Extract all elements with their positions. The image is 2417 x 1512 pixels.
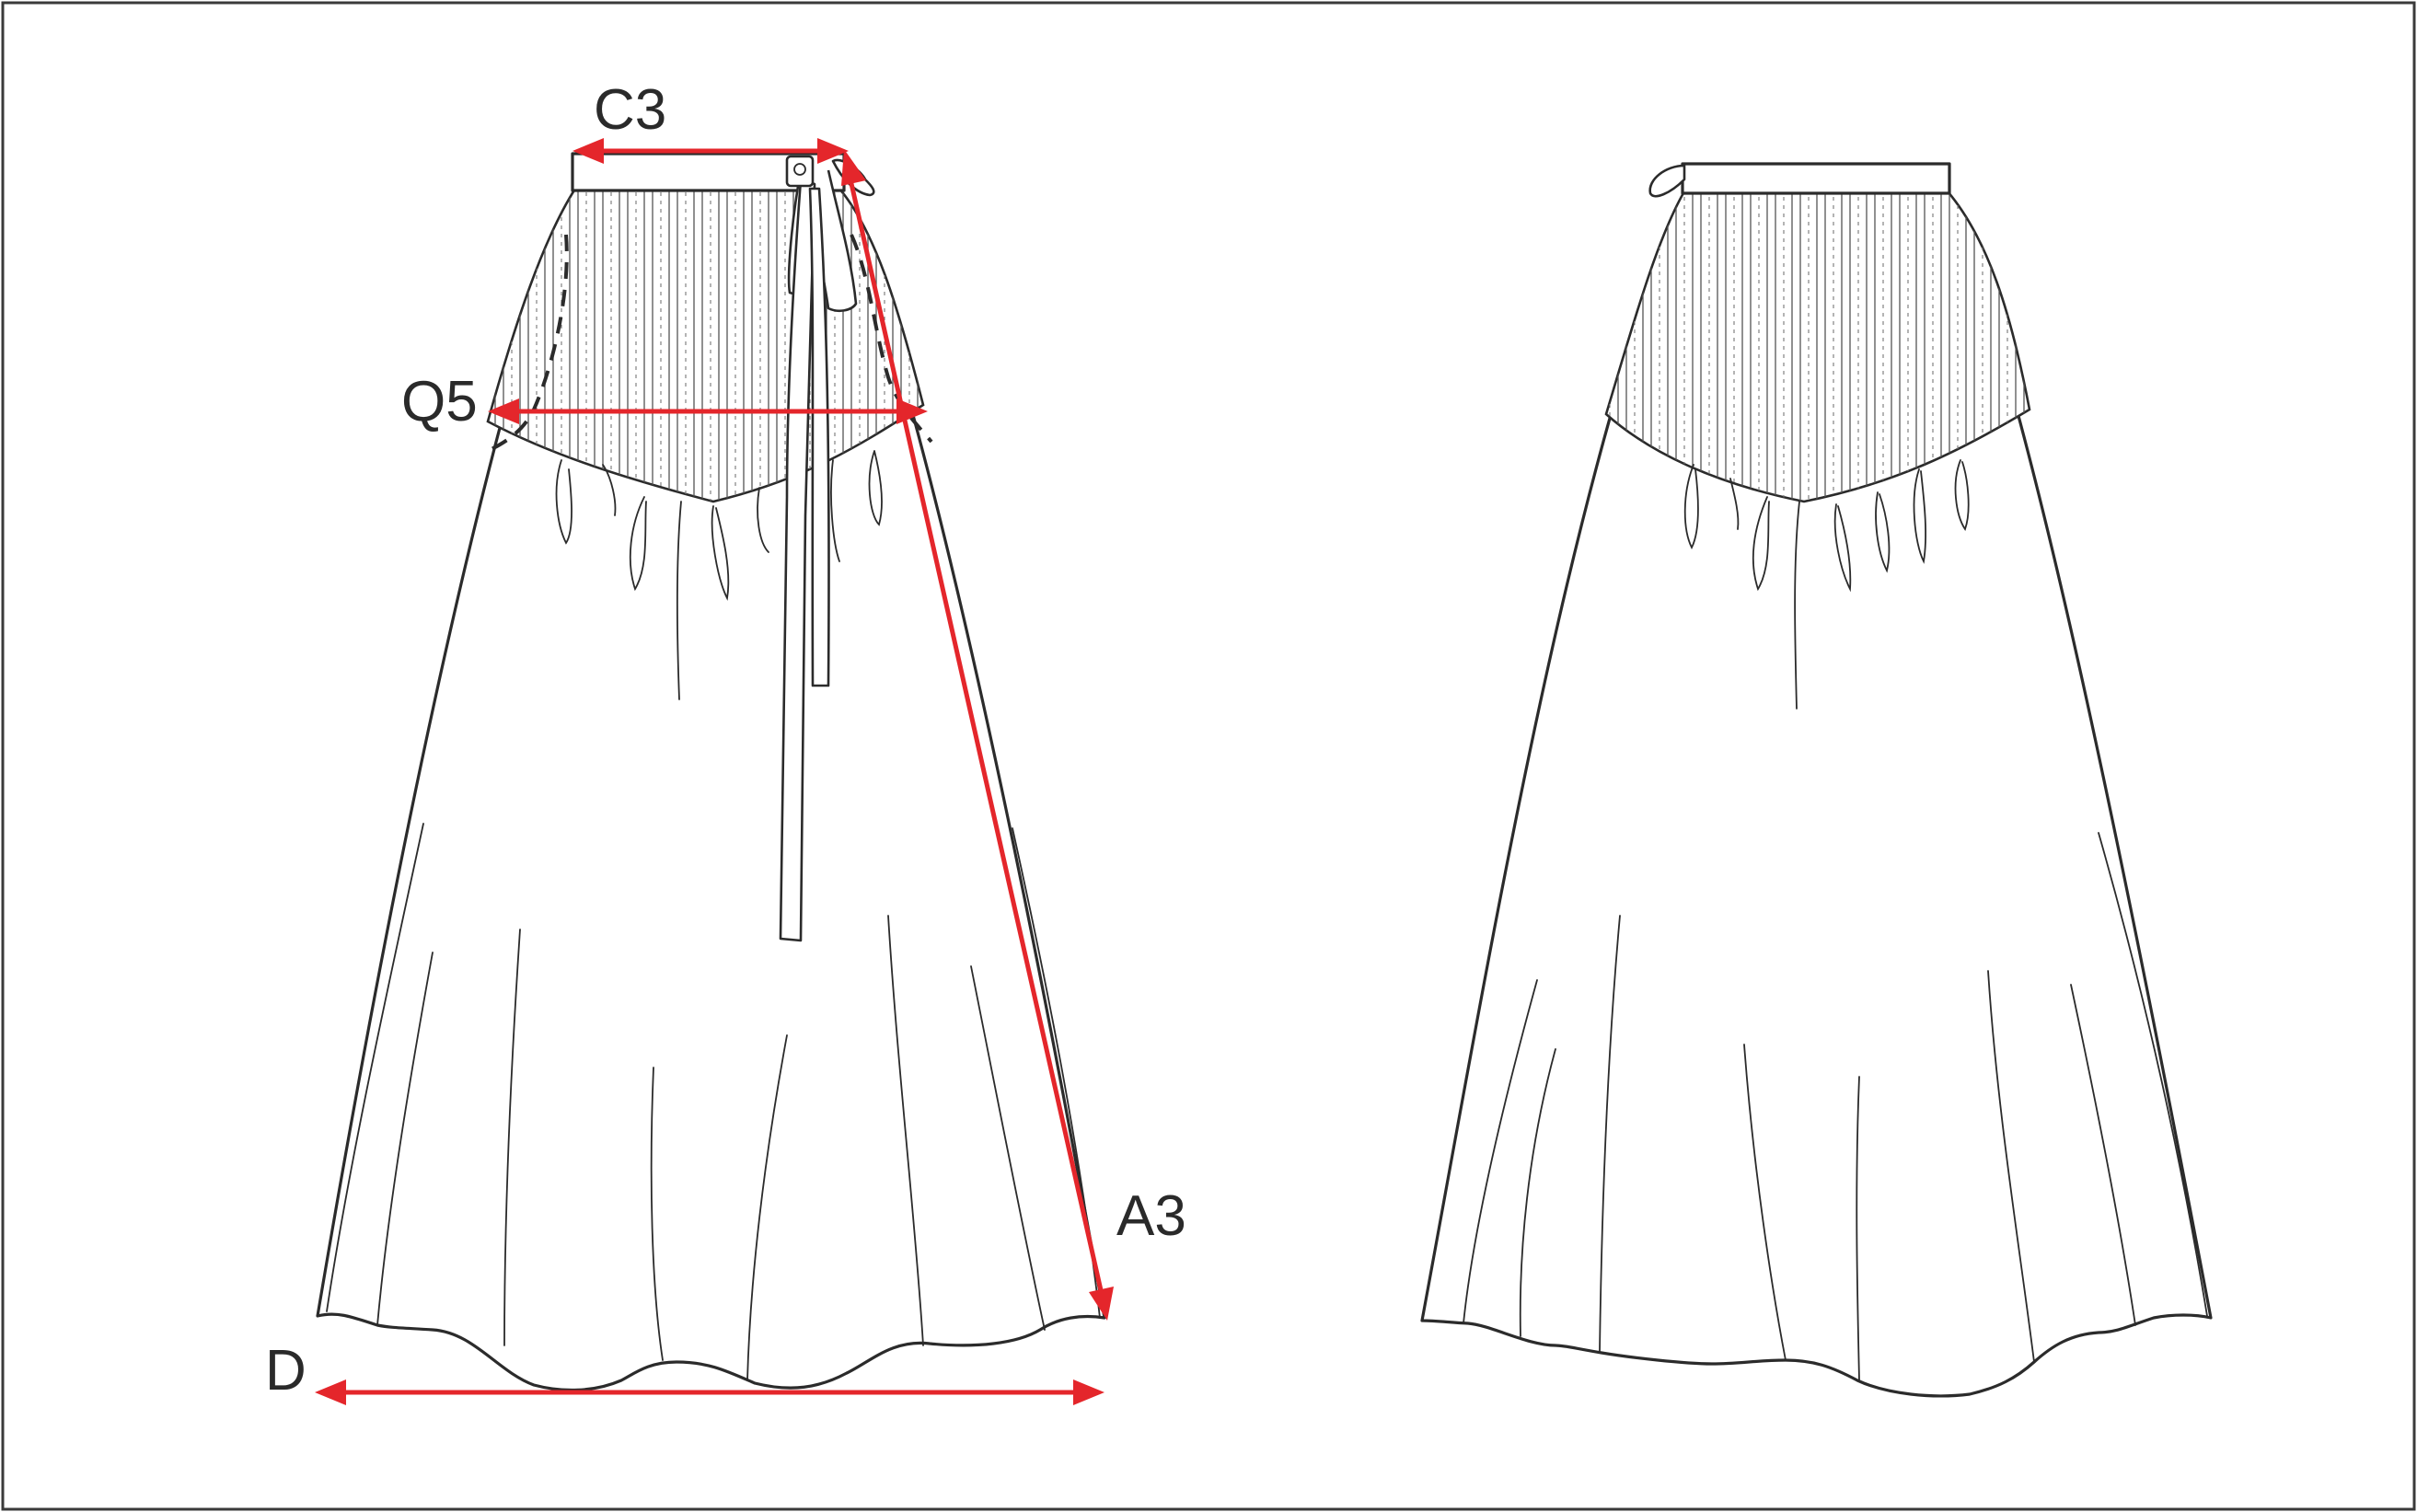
skirt-front-view: C3 Q5 A3 D <box>265 78 1186 1405</box>
front-hip-guide-right <box>850 234 933 444</box>
label-C3: C3 <box>594 78 666 142</box>
back-skirt-body <box>1420 190 2213 1398</box>
front-skirt-body <box>316 187 1106 1392</box>
front-gathers <box>555 450 883 700</box>
back-gathers <box>1683 459 1970 710</box>
measure-A3-arrow <box>841 149 1114 1321</box>
back-folds <box>1463 832 2208 1381</box>
measure-C3-arrow <box>572 138 849 164</box>
back-yoke <box>1604 190 2031 503</box>
back-waistband <box>1681 162 1951 195</box>
label-D: D <box>265 1339 306 1402</box>
label-A3: A3 <box>1116 1184 1186 1248</box>
skirt-back-view <box>1420 162 2213 1398</box>
back-tie-loop <box>1648 164 1686 198</box>
measure-D-arrow <box>315 1379 1104 1405</box>
label-Q5: Q5 <box>401 370 478 433</box>
